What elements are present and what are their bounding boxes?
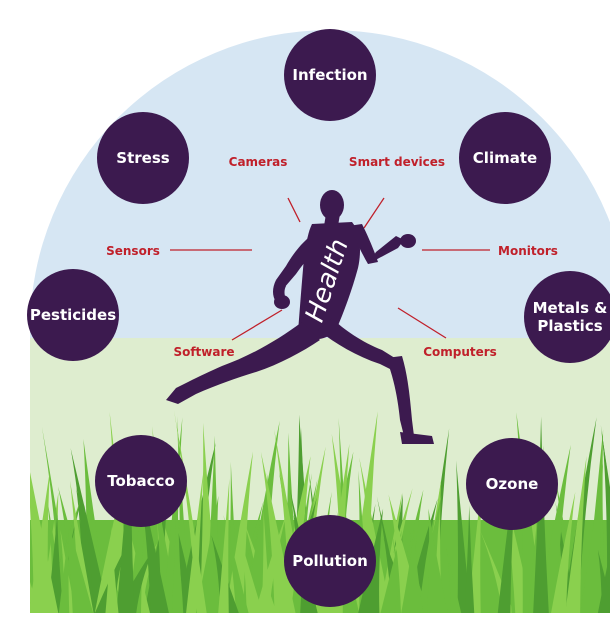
- grass-blade: [217, 478, 230, 613]
- grass-blade: [266, 473, 291, 613]
- connector-lines: [170, 197, 490, 341]
- exposure-node-ozone: Ozone: [466, 438, 558, 530]
- exposure-node-label: Tobacco: [107, 472, 175, 490]
- grass-blade: [579, 463, 603, 613]
- exposure-node-circle: [284, 29, 376, 121]
- connector-line-smart-devices: [363, 197, 385, 229]
- grass-blade: [464, 505, 475, 613]
- exposure-node-infection: Infection: [284, 29, 376, 121]
- grass-blade: [171, 483, 183, 613]
- grass-blade: [399, 529, 425, 613]
- exposure-node-stress: Stress: [97, 112, 189, 204]
- grass-blade: [30, 413, 33, 613]
- grass-blade: [253, 515, 286, 613]
- grass-blade: [58, 527, 70, 613]
- exposure-node-circle: [95, 435, 187, 527]
- exposure-node-circle: [284, 515, 376, 607]
- runner-back-arm: [276, 232, 322, 288]
- connector-line-cameras: [287, 197, 301, 223]
- grass-blade: [446, 548, 463, 613]
- tech-label-cameras: Cameras: [229, 155, 288, 169]
- grass-blade: [243, 420, 280, 613]
- exposure-node-label: Pollution: [292, 552, 368, 570]
- runner-figure: Health: [166, 190, 434, 444]
- grass-blade: [378, 529, 402, 613]
- exposure-node-label: Stress: [116, 149, 169, 167]
- runner-back-fist: [274, 295, 290, 309]
- grass-blade: [456, 460, 472, 613]
- exposure-node-label: Climate: [473, 149, 537, 167]
- exposure-node-pesticides: Pesticides: [27, 269, 119, 361]
- runner-front-foot: [400, 432, 434, 444]
- exposure-node-label: Metals &: [533, 299, 608, 317]
- exposure-node-circle: [459, 112, 551, 204]
- grass-blade: [70, 448, 111, 613]
- grass-blade: [58, 486, 96, 613]
- grass-blade: [597, 549, 610, 613]
- exposure-node-label: Infection: [292, 66, 367, 84]
- exposure-node-label: Pesticides: [30, 306, 116, 324]
- grass-blade: [516, 412, 545, 613]
- runner-head: [320, 190, 344, 220]
- grass-blade: [0, 482, 29, 620]
- runner-front-shin: [386, 356, 414, 436]
- tech-label-software: Software: [173, 345, 234, 359]
- grass-blade: [564, 455, 587, 613]
- grass-blade: [426, 508, 450, 613]
- grass-blade: [224, 451, 253, 613]
- exposure-node-tobacco: Tobacco: [95, 435, 187, 527]
- runner-front-arm: [348, 224, 378, 264]
- exposure-node-climate: Climate: [459, 112, 551, 204]
- grass-blade: [600, 424, 610, 613]
- exposure-node-circle: [27, 269, 119, 361]
- grass-blade: [30, 439, 60, 613]
- grass-blade: [223, 514, 251, 613]
- exposure-node-pollution: Pollution: [284, 515, 376, 607]
- exposure-node-metals-plastics: Metals &Plastics: [524, 271, 610, 363]
- exposure-node-circle: [97, 112, 189, 204]
- tech-label-monitors: Monitors: [498, 244, 558, 258]
- tech-label-sensors: Sensors: [106, 244, 160, 258]
- runner-front-thigh: [318, 318, 398, 372]
- exposure-node-label: Ozone: [486, 475, 539, 493]
- runner-back-leg: [166, 322, 320, 404]
- exposure-node-circle: [466, 438, 558, 530]
- exposure-node-label: Plastics: [537, 317, 602, 335]
- runner-front-fist: [400, 234, 416, 248]
- connector-line-computers: [397, 307, 447, 339]
- grass-blade: [549, 492, 576, 613]
- exposure-node-circle: [524, 271, 610, 363]
- runner-front-forearm: [368, 236, 404, 264]
- tech-label-smart-devices: Smart devices: [349, 155, 445, 169]
- grass-blade: [104, 526, 120, 613]
- connector-line-software: [231, 309, 283, 341]
- tech-label-computers: Computers: [423, 345, 497, 359]
- grass-blade: [240, 537, 265, 613]
